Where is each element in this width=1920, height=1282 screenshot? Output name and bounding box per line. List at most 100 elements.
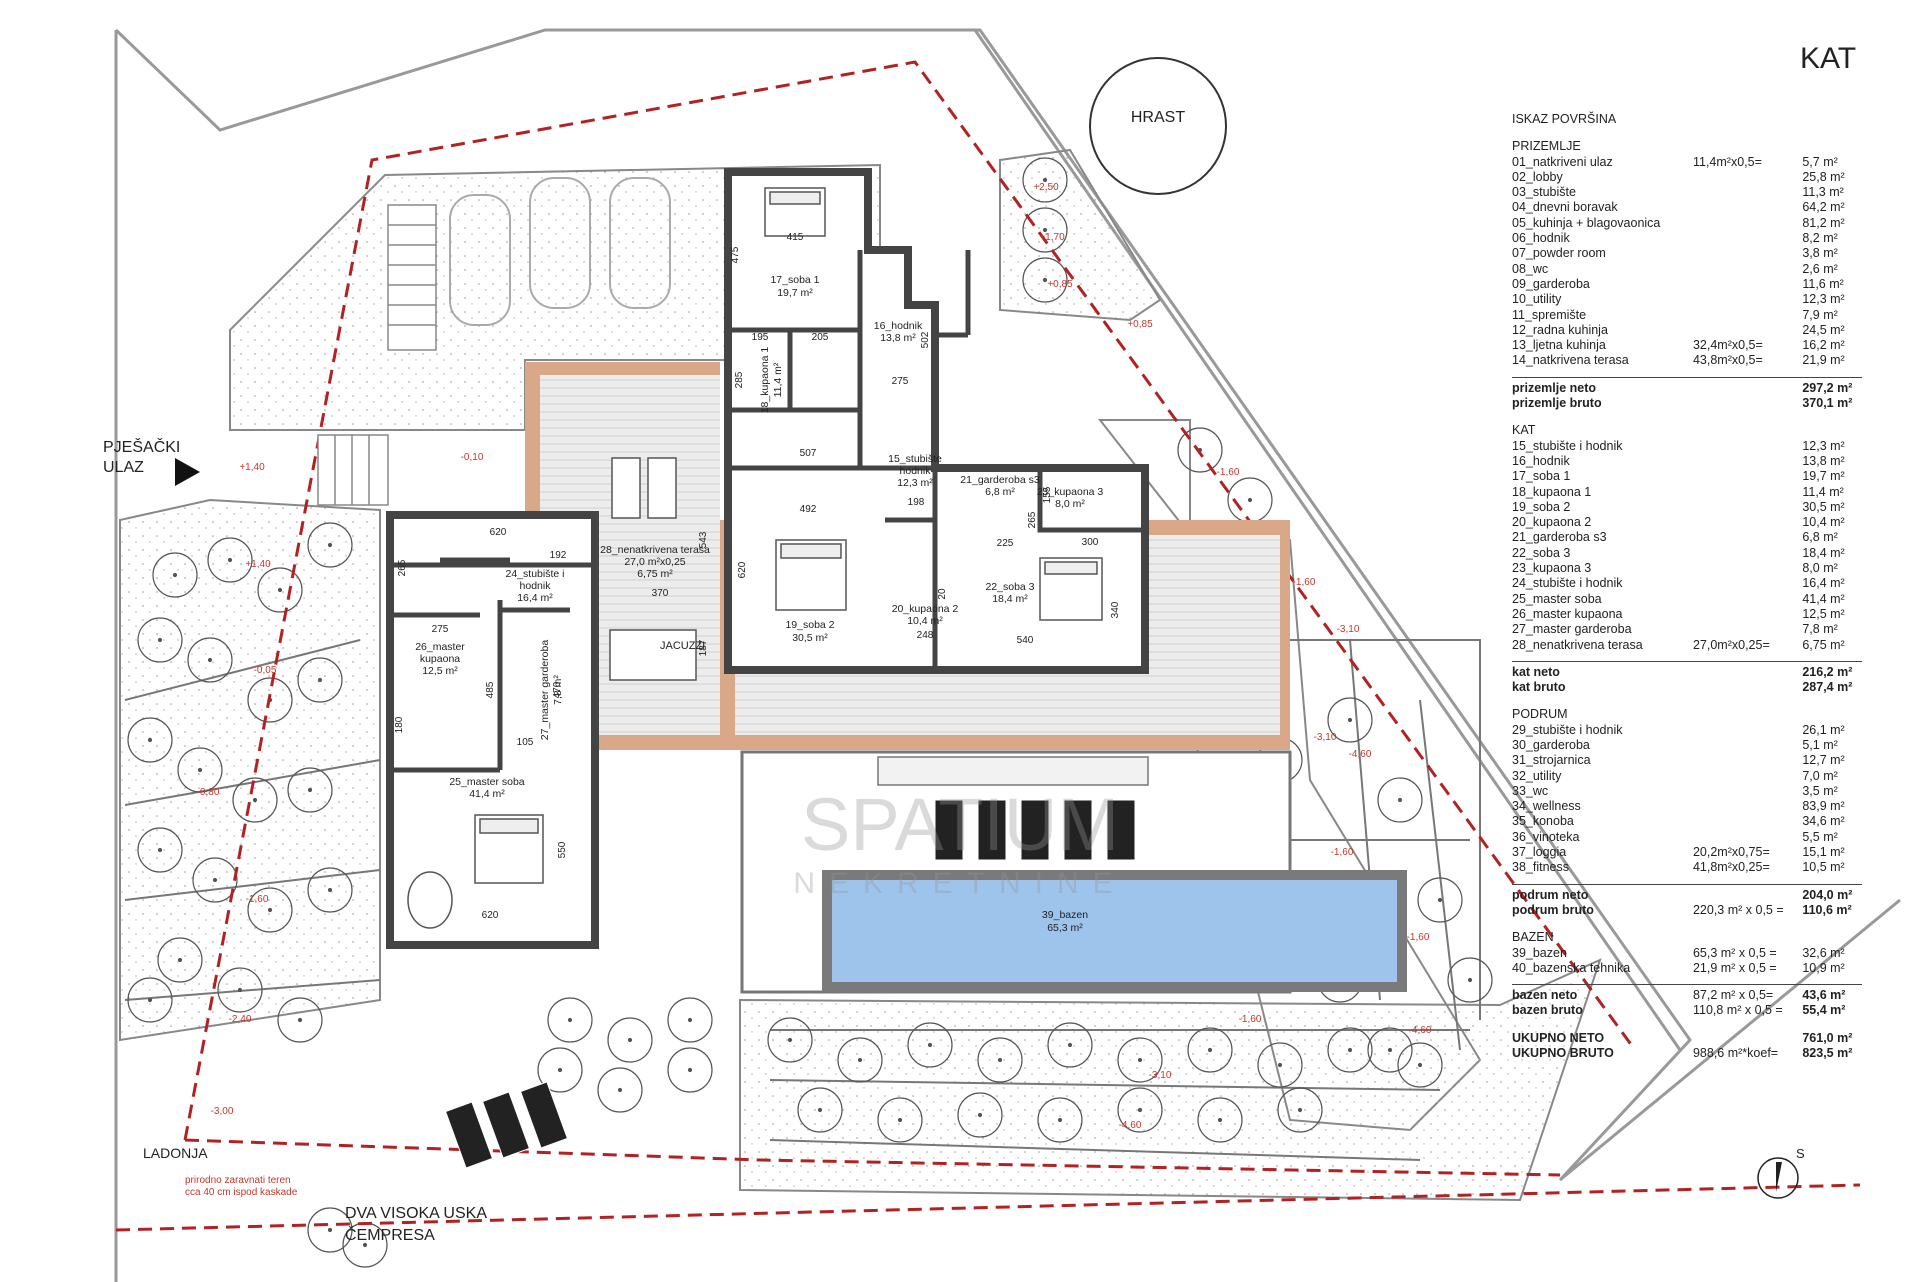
area-name: 06_hodnik — [1512, 231, 1570, 246]
area-value: 15,1 m² — [1802, 845, 1845, 860]
area-value: 8,2 m² — [1802, 231, 1838, 246]
area-name: 35_konoba — [1512, 814, 1574, 829]
room-15-name2: hodnik — [900, 465, 932, 477]
area-name: 22_soba 3 — [1512, 545, 1571, 560]
tree-center-dot — [1397, 797, 1403, 803]
terrain-note-2: cca 40 cm ispod kaskade — [185, 1187, 298, 1198]
area-formula — [1693, 308, 1802, 323]
area-value: 204,0 m² — [1802, 887, 1853, 902]
area-value: 5,7 m² — [1802, 154, 1838, 169]
dimension-label: 265 — [397, 559, 408, 576]
area-formula — [1693, 292, 1802, 307]
area-name: 14_natkrivena terasa — [1512, 353, 1629, 368]
north-label: S — [1796, 1146, 1805, 1161]
page-title: KAT — [1800, 42, 1857, 75]
area-name: 30_garderoba — [1512, 737, 1590, 752]
area-value: 3,5 m² — [1802, 783, 1838, 798]
dimension-label: 155 — [1042, 486, 1053, 503]
area-name: 24_stubište i hodnik — [1512, 576, 1623, 591]
area-formula — [1693, 231, 1802, 246]
area-formula — [1693, 665, 1802, 680]
tree-center-dot — [1247, 497, 1253, 503]
area-formula: 32,4m²x0,5= — [1692, 338, 1763, 353]
tree-icon — [307, 867, 353, 913]
area-value: 64,2 m² — [1802, 200, 1845, 215]
tree-center-dot — [687, 1067, 693, 1073]
tree-center-dot — [1137, 1057, 1143, 1063]
room-23-name: 23_kupaona 3 — [1037, 486, 1104, 498]
tree-icon — [127, 977, 173, 1023]
room-26-name2: kupaona — [420, 653, 460, 665]
room-23-area: 8,0 m² — [1055, 498, 1085, 510]
area-formula — [1693, 723, 1802, 738]
entry-stairs — [317, 204, 437, 506]
area-formula — [1693, 185, 1802, 200]
tree-center-dot — [1467, 977, 1473, 983]
area-value: 81,2 m² — [1802, 215, 1845, 230]
room-28-area: 6,75 m² — [637, 568, 673, 580]
area-value: 761,0 m² — [1802, 1030, 1853, 1045]
room-39-name: 39_bazen — [1042, 909, 1088, 921]
tree-icon — [187, 637, 233, 683]
area-value: 19,7 m² — [1802, 469, 1845, 484]
area-name: bazen bruto — [1512, 1003, 1583, 1018]
area-formula — [1693, 262, 1802, 277]
tree-icon — [1327, 697, 1373, 743]
tree-icon — [607, 1017, 653, 1063]
tree-center-dot — [1387, 1047, 1393, 1053]
tree-icon — [307, 1207, 353, 1253]
area-name: bazen neto — [1512, 988, 1578, 1003]
dimension-label: 195 — [752, 332, 769, 343]
dimension-label: 105 — [517, 737, 534, 748]
area-formula: 110,8 m² x 0,5 = — [1692, 1003, 1783, 1018]
level-label: -0,05 — [254, 665, 277, 676]
tree-center-dot — [567, 1017, 573, 1023]
tree-center-dot — [1217, 1117, 1223, 1123]
area-value: 216,2 m² — [1802, 664, 1853, 679]
tree-center-dot — [157, 847, 163, 853]
room-18-name: 18_kupaona 1 — [759, 347, 771, 414]
area-name: 15_stubište i hodnik — [1512, 438, 1623, 453]
tree-center-dot — [857, 1057, 863, 1063]
tree-icon — [1397, 1042, 1443, 1088]
north-arrow-icon: S — [1757, 1146, 1805, 1199]
tree-icon — [137, 617, 183, 663]
tree-icon — [192, 857, 238, 903]
area-formula: 11,4m²x0,5= — [1692, 154, 1762, 169]
hrast-label: HRAST — [1131, 109, 1185, 126]
watermark-main: SPATIUM — [801, 783, 1119, 866]
area-value: 32,6 m² — [1802, 945, 1845, 960]
dimension-label: 540 — [1017, 635, 1034, 646]
area-value: 823,5 m² — [1802, 1046, 1853, 1061]
level-label: +2,50 — [1033, 182, 1059, 193]
area-formula — [1693, 769, 1802, 784]
tree-icon — [1117, 1087, 1163, 1133]
tree-center-dot — [147, 997, 153, 1003]
ladonja-label: LADONJA — [143, 1145, 208, 1161]
tree-center-dot — [307, 787, 313, 793]
tree-icon — [307, 522, 353, 568]
level-label: -4,60 — [1409, 1025, 1432, 1036]
area-value: 12,3 m² — [1802, 438, 1845, 453]
area-name: 26_master kupaona — [1512, 606, 1623, 621]
area-value: 16,4 m² — [1802, 576, 1845, 591]
room-21-area: 6,8 m² — [985, 486, 1015, 498]
dimension-label: 415 — [787, 232, 804, 243]
area-value: 7,9 m² — [1802, 307, 1838, 322]
area-name: 34_wellness — [1512, 799, 1581, 814]
area-formula — [1693, 607, 1802, 622]
tree-icon — [1197, 1097, 1243, 1143]
section-label: PODRUM — [1512, 707, 1568, 722]
